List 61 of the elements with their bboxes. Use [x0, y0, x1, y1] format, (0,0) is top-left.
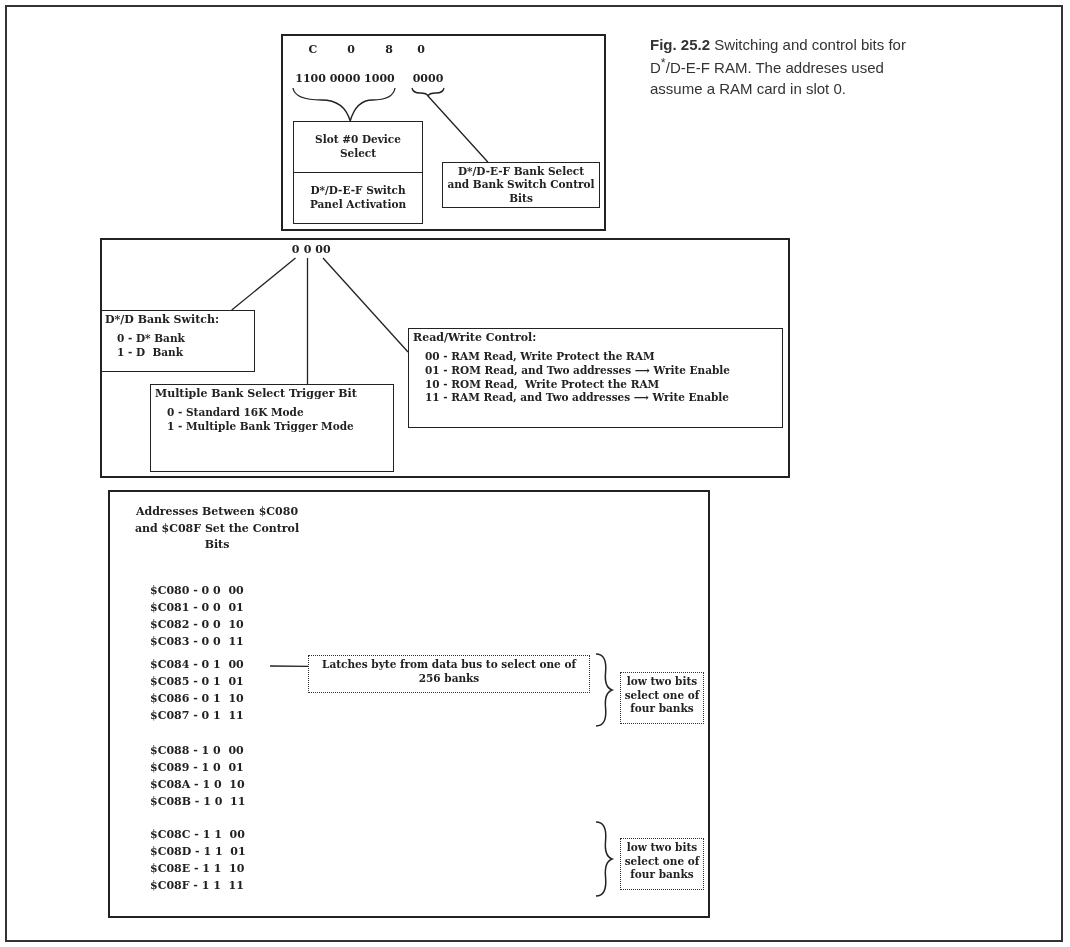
address-row-text: $C08B - 1 0 11: [150, 795, 247, 810]
hex-digit: 8: [384, 43, 394, 58]
box-text: D*/D-E-F Switch Panel Activation: [308, 184, 408, 212]
option-text: 1 - D Bank: [116, 345, 184, 360]
box-text: low two bits select one of four banks: [624, 841, 700, 882]
option-text: 01 - ROM Read, and Two addresses ⟶ Write Enable: [424, 363, 732, 378]
address-row-text: $C08D - 1 1 01: [150, 845, 247, 860]
bit-pattern: 1100 0000 1000: [289, 72, 401, 88]
dotted-note-box: [308, 655, 590, 693]
address-row-text: $C08E - 1 1 10: [150, 862, 246, 877]
option-text: 00 - RAM Read, Write Protect the RAM: [424, 350, 656, 364]
address-row-text: $C086 - 0 1 10: [150, 692, 245, 707]
connector-line: [306, 257, 309, 385]
box-text: Latches byte from data bus to select one of 256 banks: [321, 658, 578, 686]
address-row-text: $C087 - 0 1 11: [150, 709, 245, 724]
dotted-note-box: [620, 672, 704, 724]
panel-heading: Addresses Between $C080 and $C08F Set the Control Bits: [133, 504, 301, 553]
box-heading: D*/D Bank Switch:: [105, 313, 220, 328]
hex-digit: 0: [416, 43, 426, 58]
address-row-text: $C083 - 0 0 11: [150, 635, 245, 650]
box-text: low two bits select one of four banks: [624, 675, 700, 716]
box-heading: Read/Write Control:: [413, 331, 538, 346]
address-row-text: $C085 - 0 1 01: [150, 675, 245, 690]
option-text: 0 - Standard 16K Mode: [166, 406, 305, 420]
panel-box: [108, 490, 710, 918]
bit-pattern: 0: [302, 243, 313, 258]
note-box: [293, 121, 423, 173]
address-row-text: $C08A - 1 0 10: [150, 778, 246, 793]
connector-line: [322, 257, 409, 353]
bit-pattern: 0: [290, 243, 301, 258]
connector-line: [269, 665, 309, 668]
address-row-text: $C081 - 0 0 01: [150, 601, 245, 616]
note-box: [408, 328, 783, 428]
note-box: [100, 310, 255, 372]
brace-connector: [292, 87, 396, 122]
dotted-note-box: [620, 838, 704, 890]
bit-pattern: 00: [314, 243, 332, 258]
address-row-text: $C089 - 1 0 01: [150, 761, 245, 776]
address-row: $C084 - 0 1 00: [150, 658, 270, 674]
panel-box: [281, 34, 606, 231]
address-row-text: $C082 - 0 0 10: [150, 618, 245, 633]
connector-line: [231, 257, 297, 311]
hex-digit: C: [307, 43, 319, 58]
note-box: [293, 172, 423, 224]
address-row-text: $C088 - 1 0 00: [150, 744, 245, 759]
note-box: [150, 384, 394, 472]
option-text: 11 - RAM Read, and Two addresses ⟶ Write Enable: [424, 391, 731, 405]
option-text: 1 - Multiple Bank Trigger Mode: [166, 419, 355, 434]
box-text: D*/D-E-F Bank Select and Bank Switch Control Bits: [446, 164, 596, 206]
option-text: 0 - D* Bank: [116, 332, 186, 346]
hex-digit: 0: [346, 43, 356, 58]
brace-connector: [411, 87, 489, 163]
box-text: Slot #0 Device Select: [314, 133, 402, 161]
address-row-text: $C080 - 0 0 00: [150, 584, 245, 599]
figure-caption: Fig. 25.2 Switching and control bits for D$^{*}$/D-E-F RAM. The addreses used assume a RAM card in slot 0.: [650, 35, 907, 99]
option-text: 10 - ROM Read, Write Protect the RAM: [424, 377, 661, 392]
panel-box: [100, 238, 790, 478]
address-row-text: $C08C - 1 1 00: [150, 828, 246, 843]
bit-pattern: 0000: [410, 72, 446, 88]
address-row-text: $C08F - 1 1 11: [150, 879, 245, 894]
box-heading: Multiple Bank Select Trigger Bit: [155, 387, 358, 402]
